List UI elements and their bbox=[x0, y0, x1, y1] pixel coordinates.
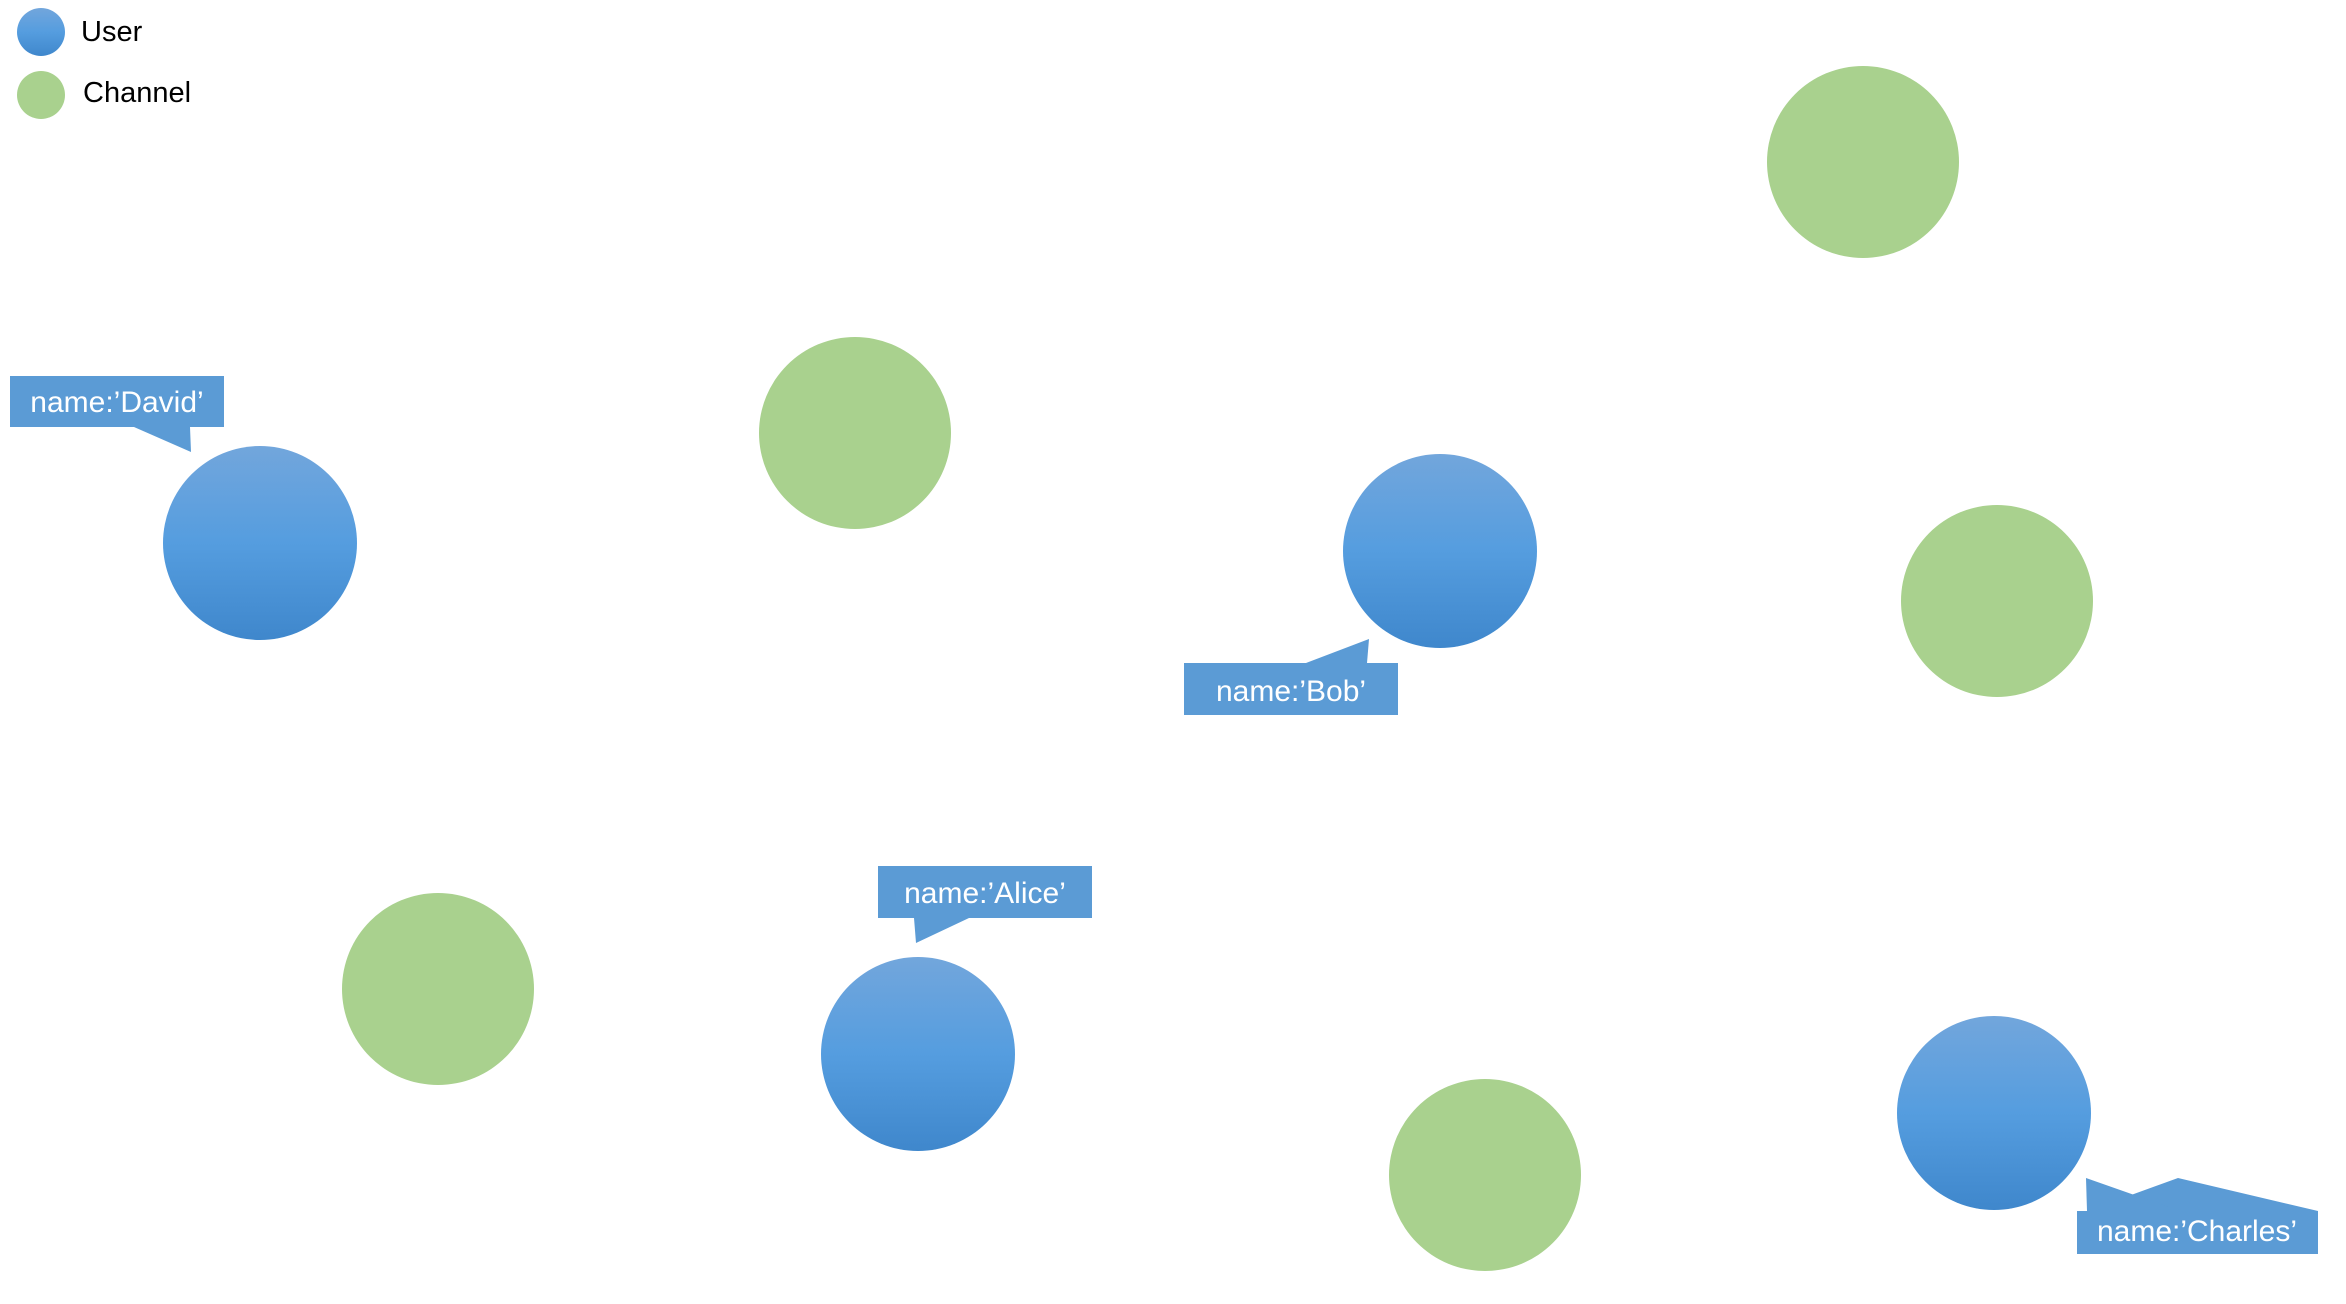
user-node-charles bbox=[1897, 1016, 2091, 1210]
channel-node bbox=[759, 337, 951, 529]
channel-node bbox=[1901, 505, 2093, 697]
legend-channel-label: Channel bbox=[83, 77, 191, 109]
channel-node bbox=[1389, 1079, 1581, 1271]
legend-channel-swatch bbox=[17, 71, 65, 119]
callout-charles-text: name:’Charles’ bbox=[2097, 1215, 2297, 1248]
callout-david-text: name:’David’ bbox=[30, 386, 203, 419]
user-node-bob bbox=[1343, 454, 1537, 648]
callout-alice-text: name:’Alice’ bbox=[904, 877, 1066, 910]
user-node-alice bbox=[821, 957, 1015, 1151]
callout-bob-box bbox=[1184, 639, 1398, 715]
user-node-david bbox=[163, 446, 357, 640]
channel-node bbox=[342, 893, 534, 1085]
legend-user-swatch bbox=[17, 8, 65, 56]
callout-david: name:’David’ bbox=[10, 376, 224, 452]
callout-alice-box bbox=[878, 866, 1092, 943]
callout-charles: name:’Charles’ bbox=[2077, 1178, 2318, 1254]
legend-user-label: User bbox=[81, 16, 143, 48]
callout-alice: name:’Alice’ bbox=[878, 866, 1092, 943]
channel-node bbox=[1767, 66, 1959, 258]
callout-david-box bbox=[10, 376, 224, 452]
callout-bob-text: name:’Bob’ bbox=[1216, 675, 1366, 708]
callout-charles-pointer bbox=[2086, 1178, 2180, 1211]
legend: User Channel bbox=[17, 8, 191, 119]
callout-bob: name:’Bob’ bbox=[1184, 639, 1398, 715]
